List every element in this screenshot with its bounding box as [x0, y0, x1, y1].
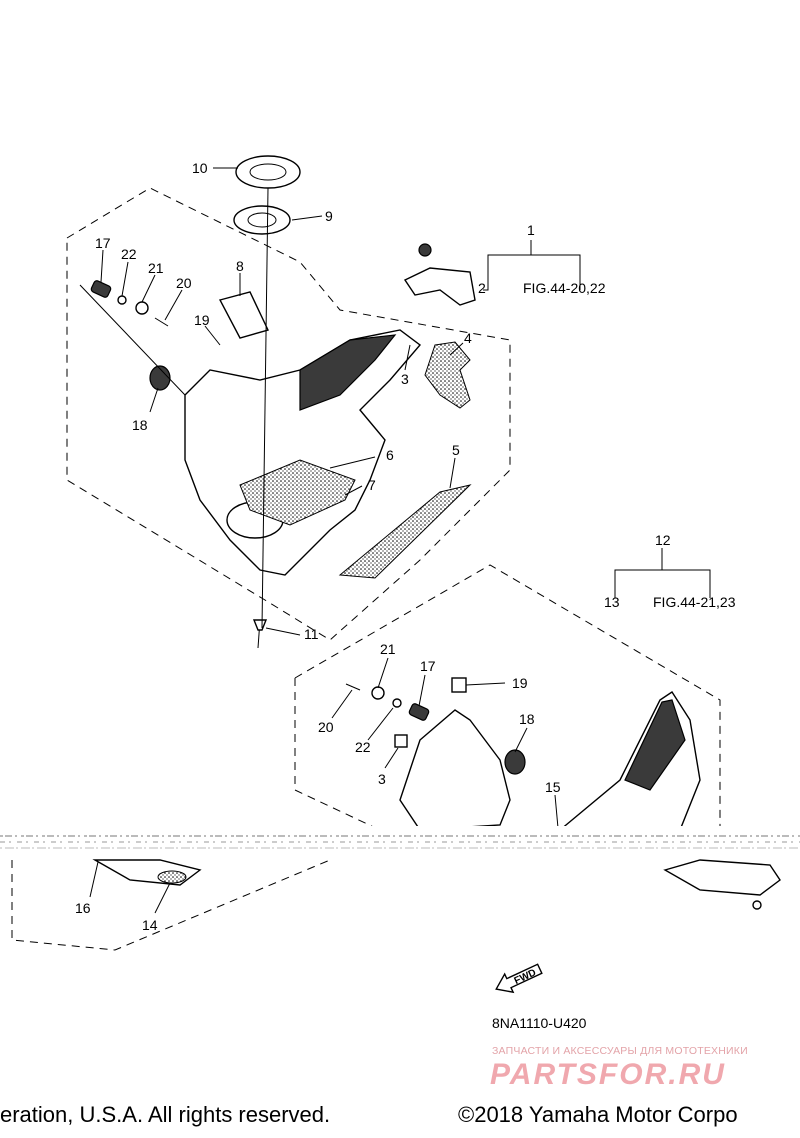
fwd-arrow-icon: FWD [495, 963, 543, 994]
callout-13: 13 [604, 594, 620, 610]
callout-12: 12 [655, 532, 671, 548]
callout-18-lower: 18 [519, 711, 535, 727]
callout-2: 2 [478, 280, 486, 296]
callout-3: 3 [401, 371, 409, 387]
callout-20: 20 [176, 275, 192, 291]
copyright-text-left: eration, U.S.A. All rights reserved. [0, 1102, 331, 1127]
lower-right-bracket [663, 859, 781, 896]
part-4-pad [424, 341, 471, 409]
watermark-logo: PARTSFOR.RU [490, 1058, 726, 1091]
callout-17: 17 [95, 235, 111, 251]
lower-fairing-side [558, 691, 701, 831]
part-18-knob [149, 365, 171, 391]
part-21-washer [135, 301, 149, 315]
callout-19: 19 [194, 312, 210, 328]
copyright-text-right: ©2018 Yamaha Motor Corpo [458, 1102, 738, 1127]
callout-15: 15 [545, 779, 561, 795]
scan-noise-band [0, 826, 800, 856]
part-5-strip [338, 484, 472, 579]
part-9-ring [233, 205, 291, 235]
lower-fairing-panel [399, 709, 511, 831]
callout-21: 21 [148, 260, 164, 276]
fwd-label: FWD [513, 967, 538, 987]
callout-8: 8 [236, 258, 244, 274]
part-6-pad [239, 459, 356, 526]
callout-18: 18 [132, 417, 148, 433]
callout-21-lower: 21 [380, 641, 396, 657]
callout-22-lower: 22 [355, 739, 371, 755]
diagram-code: 8NA1110-U420 [492, 1015, 587, 1031]
part-18b-knob [504, 749, 526, 775]
callout-17-lower: 17 [420, 658, 436, 674]
part-2-grommet [418, 243, 432, 257]
part-22-spring [117, 295, 127, 305]
callout-11: 11 [304, 626, 319, 642]
callout-6: 6 [386, 447, 394, 463]
part-17-clip [90, 280, 112, 298]
part-2-bracket [403, 267, 476, 306]
callout-9: 9 [325, 208, 333, 224]
upper-fairing-shadow [299, 334, 397, 411]
part-20b-screw [345, 683, 361, 691]
figure-reference-upper: FIG.44-20,22 [523, 280, 606, 296]
figure-reference-lower: FIG.44-21,23 [653, 594, 736, 610]
callout-10: 10 [192, 160, 208, 176]
part-14-grille [157, 870, 187, 884]
callout-20-lower: 20 [318, 719, 334, 735]
part-10-gasket [235, 155, 301, 189]
part-8-sticker [218, 291, 269, 339]
callout-7: 7 [368, 477, 376, 493]
callout-3-lower: 3 [378, 771, 386, 787]
callout-5: 5 [452, 442, 460, 458]
callout-19-lower: 19 [512, 675, 528, 691]
part-17b-clip [408, 703, 430, 721]
callout-22: 22 [121, 246, 137, 262]
part-20-screw [154, 317, 169, 327]
callout-4: 4 [464, 330, 472, 346]
part-19b-nut [451, 677, 467, 693]
lower-assembly-boundary [294, 564, 721, 830]
callout-1: 1 [527, 222, 535, 238]
lower-right-grommet [752, 900, 762, 910]
part-3b-nut [394, 734, 408, 748]
part-16-panel [92, 859, 202, 886]
lower-fairing-shadow [624, 699, 686, 791]
part-22b-spring [392, 698, 402, 708]
part-11-head [252, 619, 268, 631]
watermark-tagline: ЗАПЧАСТИ И АКСЕССУАРЫ ДЛЯ МОТОТЕХНИКИ [492, 1045, 748, 1057]
part-10-inner [249, 163, 287, 181]
part-9-inner [247, 212, 277, 228]
part-21b-washer [371, 686, 385, 700]
callout-14: 14 [142, 917, 158, 933]
callout-16: 16 [75, 900, 91, 916]
